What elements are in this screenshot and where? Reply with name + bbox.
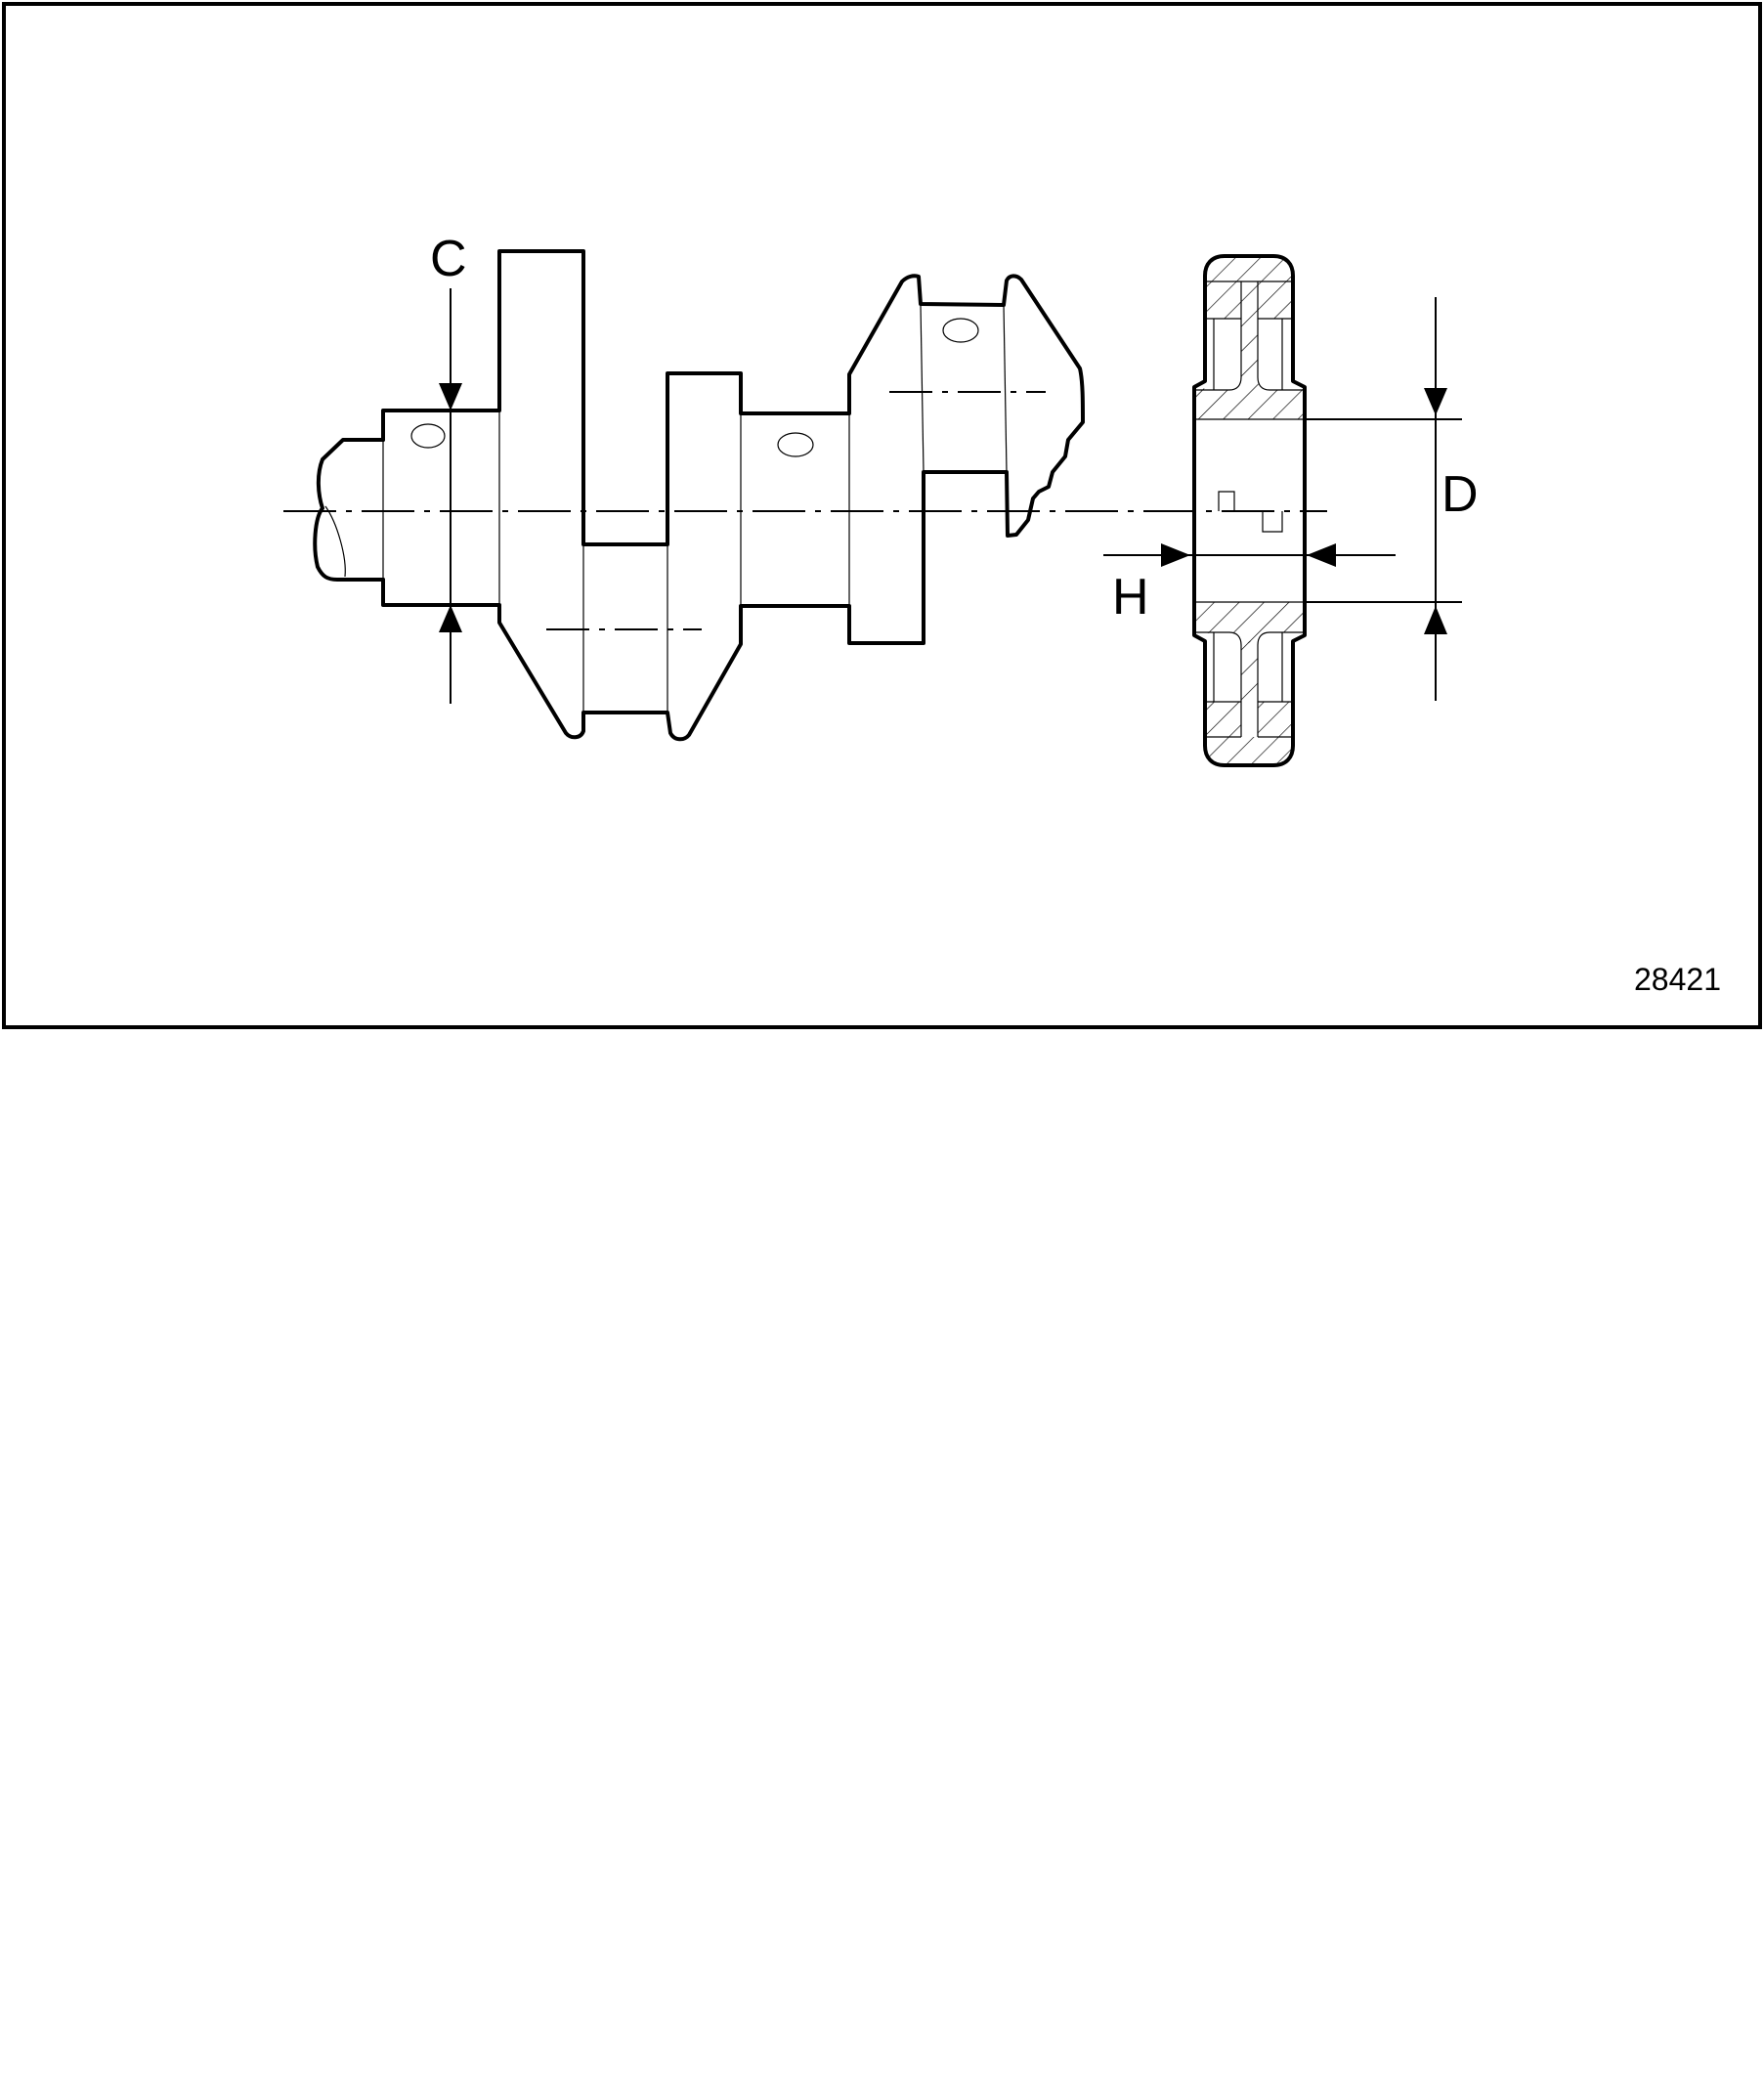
section-line [1003, 304, 1008, 473]
dimension-label-c: C [430, 231, 467, 287]
arrow-up-icon [439, 605, 462, 632]
dimension-h: H [1103, 543, 1396, 626]
timing-gear [1192, 254, 1307, 767]
dimension-c: C [430, 231, 467, 704]
arrow-down-icon [1424, 388, 1447, 415]
dimension-d: D [1305, 297, 1479, 701]
oil-hole-icon [410, 423, 446, 449]
keyway-icon [1262, 511, 1283, 533]
oil-hole-icon [942, 318, 979, 343]
dimension-label-d: D [1441, 466, 1479, 523]
gear-outline [1192, 254, 1307, 767]
section-line [920, 304, 925, 473]
crankshaft [283, 249, 1327, 742]
main-journal-1-outline [381, 249, 1085, 742]
shaft-stub [313, 438, 385, 582]
oil-hole-icon [777, 432, 814, 457]
arrow-right-icon [1161, 543, 1190, 567]
arrow-left-icon [1307, 543, 1336, 567]
shaft-break-line [324, 505, 346, 578]
keyway-icon [1218, 491, 1235, 511]
figure-frame [2, 2, 1762, 1029]
dimension-label-h: H [1112, 569, 1149, 626]
arrow-up-icon [1424, 606, 1447, 634]
arrow-down-icon [439, 383, 462, 410]
figure-number: 28421 [1634, 962, 1721, 997]
